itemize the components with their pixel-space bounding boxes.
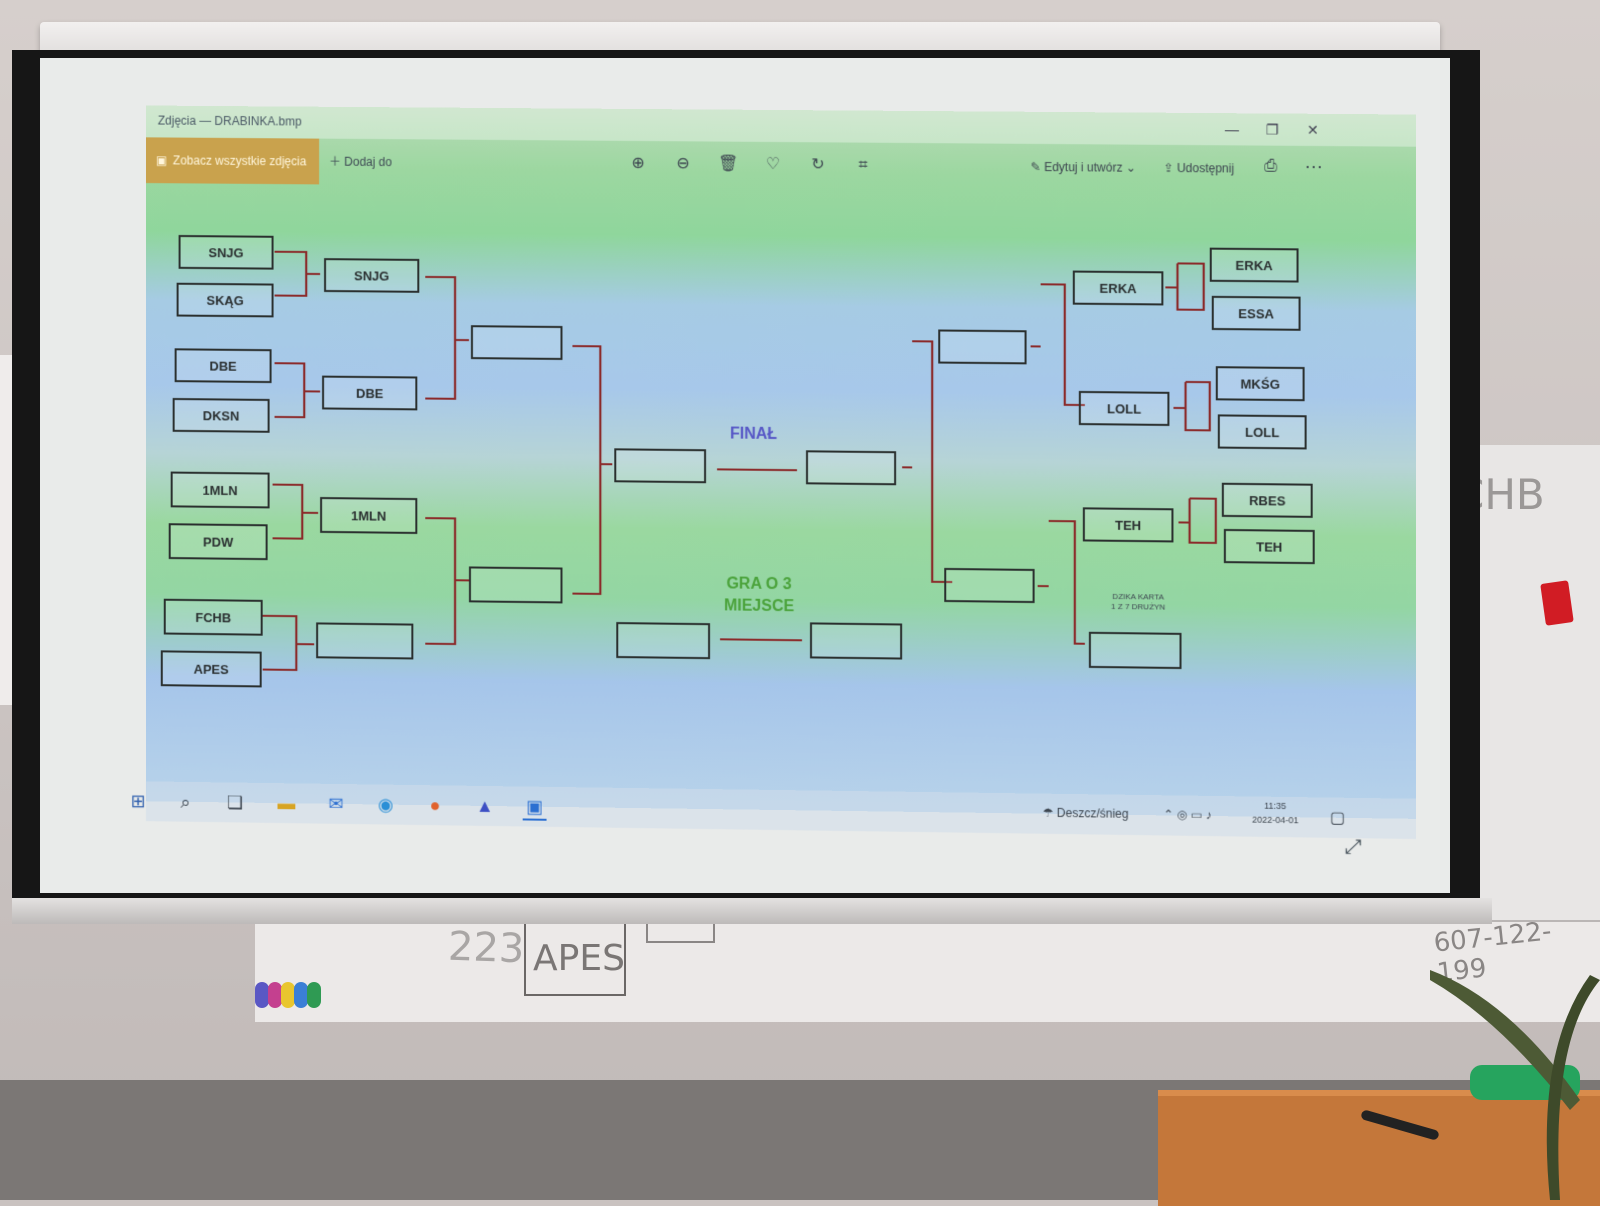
- team-box: [810, 622, 903, 660]
- more-icon[interactable]: ⋯: [1304, 155, 1323, 177]
- magnet: [294, 982, 308, 1008]
- view-all-photos-button[interactable]: ▣ Zobacz wszystkie zdjęcia: [145, 137, 320, 185]
- weather-widget[interactable]: ☂ Deszcz/śnieg: [1043, 806, 1129, 821]
- team-box: 1MLN: [320, 497, 418, 534]
- expand-icon[interactable]: ⤢: [1345, 835, 1362, 859]
- share-label: Udostępnij: [1176, 161, 1235, 176]
- edge-icon[interactable]: ◉: [377, 794, 394, 815]
- photos-icon: ▣: [155, 153, 168, 168]
- plus-icon: ＋: [329, 154, 341, 169]
- photos-app-window: Zdjęcia — DRABINKA.bmp — ❐ ✕ ▣ Zobacz wsz…: [131, 105, 1416, 858]
- close-button[interactable]: ✕: [1306, 121, 1319, 138]
- zoom-in-icon[interactable]: ⊕: [631, 154, 645, 172]
- team-box: TEH: [1223, 528, 1315, 565]
- umbrella-icon: ☂: [1042, 805, 1054, 820]
- projector-screen-bar: [12, 898, 1492, 924]
- weather-label: Deszcz/śnieg: [1056, 805, 1129, 821]
- team-box: ESSA: [1211, 295, 1301, 331]
- team-box: SKĄG: [176, 282, 274, 318]
- team-box: [470, 325, 563, 360]
- clock-date[interactable]: 2022-04-01: [1252, 814, 1299, 826]
- add-to-label: Dodaj do: [344, 154, 392, 170]
- whiteboard-boxed-text: APES: [533, 938, 625, 979]
- mail-icon[interactable]: ✉: [328, 793, 344, 814]
- tournament-bracket-image: SNJG SKĄG DBE DKSN 1MLN PDW FCHB APES SN…: [146, 183, 1416, 858]
- team-box: LOLL: [1217, 414, 1307, 450]
- team-box: LOLL: [1078, 390, 1170, 426]
- task-view-icon[interactable]: ❏: [226, 792, 243, 813]
- view-all-label: Zobacz wszystkie zdjęcia: [172, 153, 307, 169]
- file-explorer-icon[interactable]: ▬: [277, 793, 296, 814]
- team-box: 1MLN: [170, 471, 270, 509]
- team-box: SNJG: [178, 235, 274, 270]
- team-box: FCHB: [163, 598, 263, 636]
- window-title: Zdjęcia — DRABINKA.bmp: [157, 113, 302, 129]
- team-box: [1088, 631, 1182, 670]
- firefox-icon[interactable]: ●: [429, 795, 441, 816]
- team-box: APES: [160, 650, 262, 688]
- third-place-label-line1: GRA O 3: [726, 575, 792, 594]
- share-button[interactable]: ⇪ Udostępnij: [1163, 145, 1234, 192]
- chevron-up-icon: ⌃: [1163, 807, 1174, 822]
- wildcard-label: DZIKA KARTA 1 Z 7 DRUŻYN: [1098, 592, 1179, 613]
- team-box: SNJG: [324, 258, 420, 293]
- team-box: DBE: [174, 348, 272, 384]
- chevron-down-icon: ⌄: [1125, 160, 1137, 175]
- team-box: [316, 622, 414, 660]
- team-box: TEH: [1082, 507, 1174, 543]
- favorite-icon[interactable]: ♡: [765, 155, 781, 174]
- team-box: [806, 450, 897, 486]
- team-box: [616, 622, 711, 660]
- crop-icon[interactable]: ⌗: [858, 156, 868, 174]
- zoom-out-icon[interactable]: ⊖: [676, 155, 690, 173]
- team-box: [614, 448, 707, 484]
- magnet-set: [255, 982, 335, 1008]
- add-to-button[interactable]: ＋ Dodaj do: [329, 139, 392, 185]
- team-box: [468, 566, 563, 604]
- photos-icon[interactable]: ▣: [522, 794, 547, 821]
- magnet: [307, 982, 321, 1008]
- plant: [1430, 970, 1600, 1200]
- team-box: MKŚG: [1215, 366, 1305, 402]
- team-box: DBE: [322, 375, 418, 411]
- whiteboard-box-small: [646, 915, 715, 943]
- search-icon[interactable]: ⌕: [180, 791, 191, 812]
- network-icon: ◎: [1176, 807, 1188, 822]
- clock-time[interactable]: 11:35: [1264, 800, 1287, 812]
- minimize-button[interactable]: —: [1224, 121, 1239, 138]
- bracket-lines: [146, 183, 1416, 797]
- system-tray[interactable]: ⌃ ◎ ▭ ♪: [1163, 807, 1211, 822]
- magnet: [281, 982, 295, 1008]
- third-place-label: GRA O 3 MIEJSCE: [714, 573, 804, 618]
- print-icon[interactable]: ⎙: [1264, 157, 1278, 175]
- whiteboard-number: 223: [447, 923, 526, 973]
- volume-icon: ♪: [1205, 807, 1212, 823]
- notification-icon[interactable]: ▢: [1329, 809, 1346, 827]
- team-box: DKSN: [172, 397, 270, 433]
- magnet: [255, 982, 269, 1008]
- magnet: [268, 982, 282, 1008]
- team-box: ERKA: [1072, 270, 1164, 306]
- whiteboard-bottom: [255, 920, 1600, 1022]
- team-box: PDW: [168, 523, 268, 561]
- wildcard-label-line2: 1 Z 7 DRUŻYN: [1111, 601, 1166, 612]
- maximize-button[interactable]: ❐: [1265, 121, 1279, 138]
- team-box: [938, 329, 1027, 365]
- edit-icon: ✎: [1030, 159, 1041, 175]
- start-icon[interactable]: ⊞: [130, 791, 146, 812]
- app-icon[interactable]: ▲: [476, 795, 494, 817]
- team-box: RBES: [1221, 482, 1313, 518]
- cabinet: [1158, 1090, 1600, 1206]
- edit-create-label: Edytuj i utwórz: [1044, 160, 1123, 175]
- red-magnet: [1540, 580, 1574, 626]
- battery-icon: ▭: [1190, 807, 1203, 822]
- team-box: ERKA: [1209, 247, 1299, 283]
- edit-create-button[interactable]: ✎ Edytuj i utwórz ⌄: [1031, 144, 1136, 191]
- final-label: FINAŁ: [730, 425, 778, 444]
- team-box: [944, 567, 1035, 604]
- rotate-icon[interactable]: ↻: [811, 156, 825, 174]
- share-icon: ⇪: [1163, 160, 1174, 176]
- delete-icon[interactable]: 🗑: [717, 155, 739, 173]
- third-place-label-line2: MIEJSCE: [723, 597, 795, 616]
